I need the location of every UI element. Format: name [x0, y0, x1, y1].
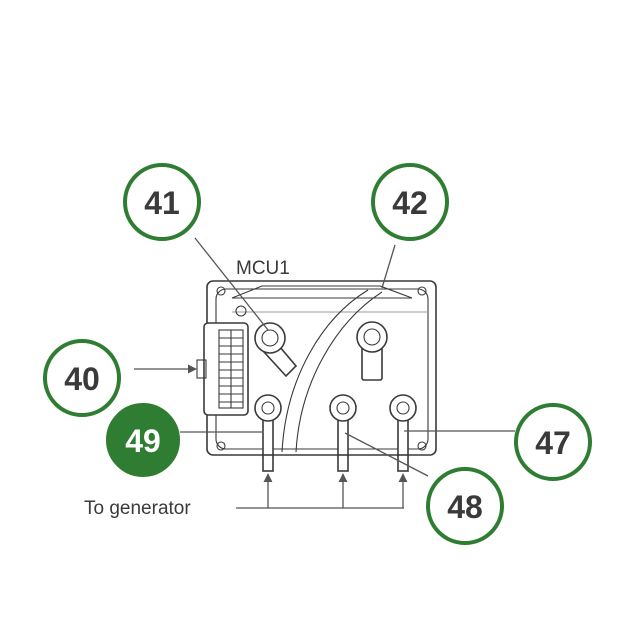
controller-unit — [196, 280, 437, 472]
unit-label: MCU1 — [236, 258, 290, 279]
generator-label: To generator — [84, 498, 191, 519]
terminal-top-left — [254, 322, 298, 378]
housing-bevel — [231, 285, 413, 299]
callout-49-ring — [106, 403, 180, 477]
mount-hole-bottom-left — [216, 441, 226, 451]
terminal-phase-2 — [329, 394, 357, 472]
callout-42-number: 42 — [392, 185, 428, 221]
callout-48: 48 — [426, 467, 504, 545]
callout-49: 49 — [106, 403, 180, 477]
generator-feed — [236, 473, 408, 509]
callout-48-number: 48 — [447, 489, 483, 525]
terminal-phase-1 — [254, 394, 282, 472]
mount-hole-bottom-right — [417, 441, 427, 451]
leader-41 — [194, 237, 269, 331]
leader-48 — [344, 432, 429, 477]
callout-41-ring — [123, 163, 201, 241]
callout-40: 40 — [43, 339, 121, 417]
callout-47-ring — [514, 403, 592, 481]
callout-42-ring — [371, 163, 449, 241]
callout-40-ring — [43, 339, 121, 417]
callout-47-number: 47 — [535, 425, 571, 461]
internal-cable-edge — [295, 291, 383, 453]
callout-40-number: 40 — [64, 361, 100, 397]
mount-hole-top-right — [417, 286, 427, 296]
terminal-top-right — [356, 321, 388, 381]
callout-41: 41 — [123, 163, 201, 241]
callout-42: 42 — [371, 163, 449, 241]
signal-connector — [196, 322, 249, 416]
callout-49-number: 49 — [125, 423, 161, 459]
leader-42 — [381, 244, 396, 289]
internal-cable — [281, 289, 369, 453]
callout-47: 47 — [514, 403, 592, 481]
callout-48-ring — [426, 467, 504, 545]
callout-41-number: 41 — [144, 185, 180, 221]
status-led — [235, 305, 247, 317]
mount-hole-top-left — [216, 286, 226, 296]
